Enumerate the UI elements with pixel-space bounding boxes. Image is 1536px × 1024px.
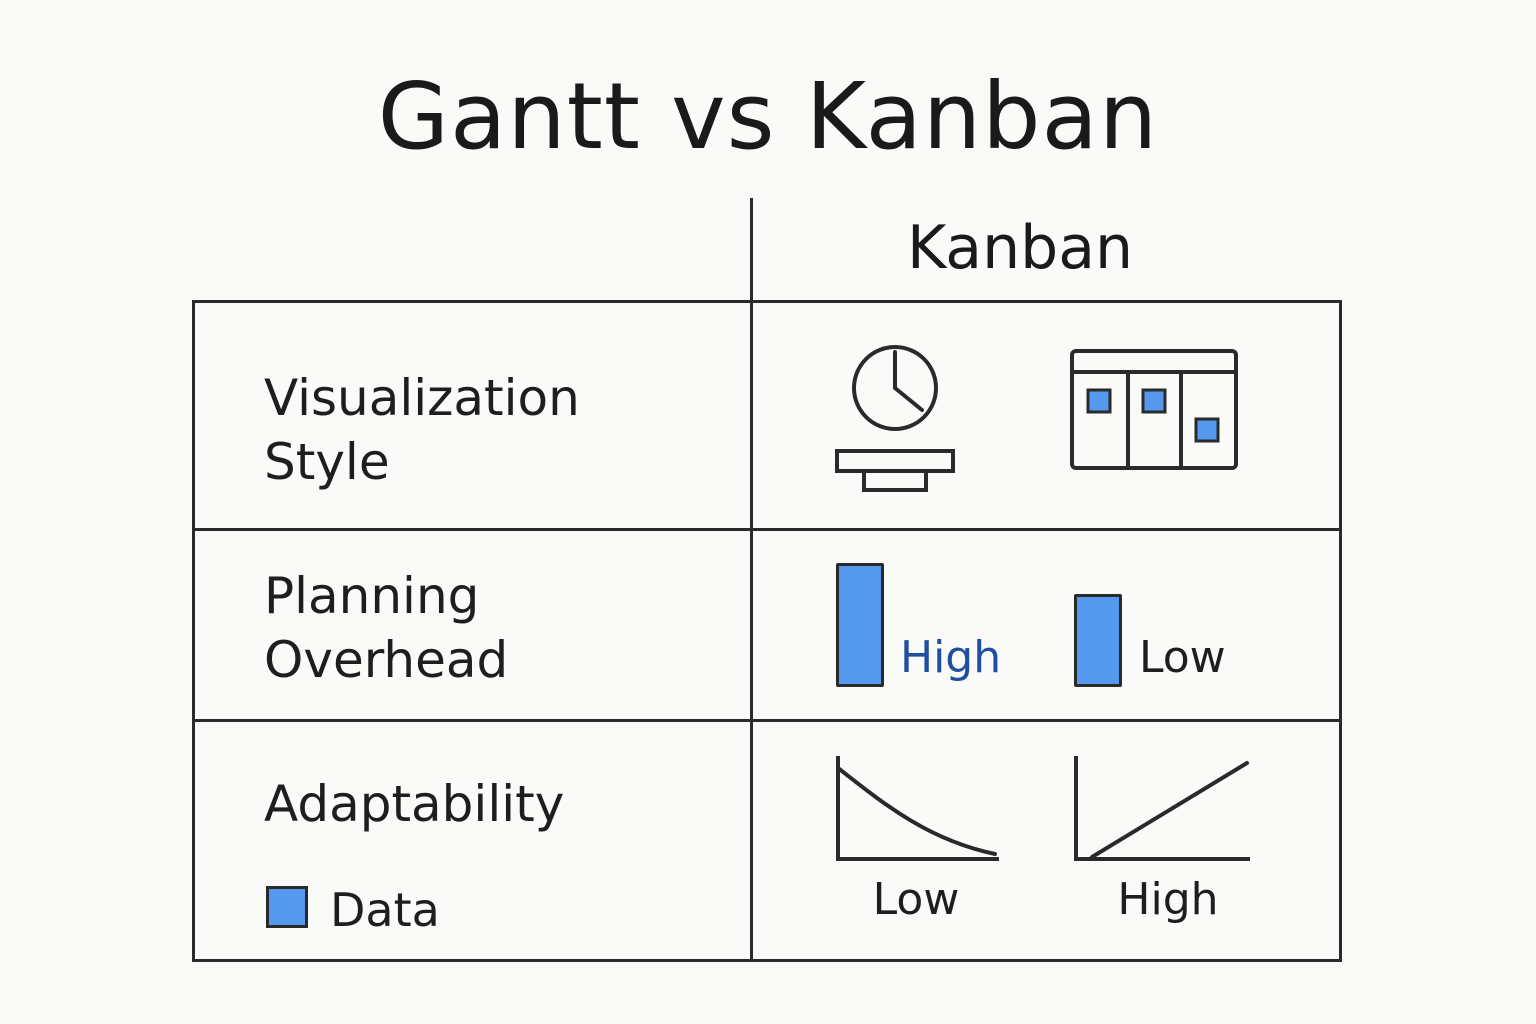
legend-label: Data <box>330 883 440 937</box>
row-label-adaptability: Adaptability <box>264 772 564 836</box>
increasing-line-icon <box>1074 756 1250 861</box>
row-label-visualization-style: Visualization Style <box>264 366 580 494</box>
row-divider <box>192 719 1342 722</box>
column-header-kanban: Kanban <box>907 213 1133 283</box>
overhead-level-low: Low <box>1139 632 1226 683</box>
column-divider <box>750 300 753 962</box>
row-label-line: Adaptability <box>264 775 565 833</box>
clock-on-stand-icon <box>835 345 955 492</box>
adaptability-level-high: High <box>1117 874 1219 925</box>
diagram-title: Gantt vs Kanban <box>377 63 1159 170</box>
kanban-board-icon <box>1070 349 1238 470</box>
row-divider <box>192 528 1342 531</box>
overhead-bar-high <box>836 563 884 687</box>
row-label-line: Overhead <box>264 631 509 689</box>
row-label-planning-overhead: Planning Overhead <box>264 564 508 692</box>
comparison-table <box>192 300 1342 962</box>
row-label-line: Style <box>264 433 390 491</box>
row-label-line: Visualization <box>264 369 580 427</box>
overhead-level-high: High <box>900 632 1002 683</box>
legend-swatch <box>266 886 308 928</box>
adaptability-level-low: Low <box>872 874 960 925</box>
header-divider <box>750 198 753 302</box>
overhead-bar-low <box>1074 594 1122 687</box>
row-label-line: Planning <box>264 567 480 625</box>
decreasing-curve-icon <box>836 756 999 861</box>
